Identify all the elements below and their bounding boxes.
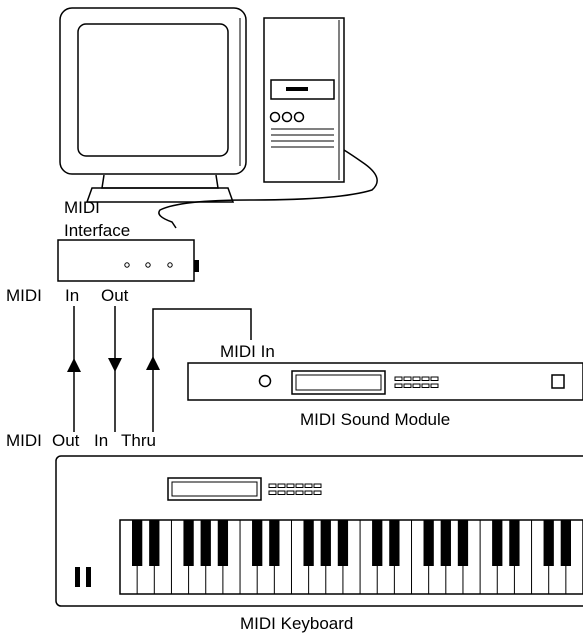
midi-sound-module xyxy=(187,362,583,401)
interface-ports-prefix: MIDI xyxy=(6,286,42,305)
midi-interface xyxy=(57,239,199,282)
keyboard-out-label: Out xyxy=(52,431,80,450)
interface-in-label: In xyxy=(65,286,79,305)
computer-to-interface-cable xyxy=(158,149,378,229)
cable-keyboard-out-to-interface-in xyxy=(67,306,81,432)
keyboard-in-label: In xyxy=(94,431,108,450)
computer-tower xyxy=(263,17,345,183)
cable-keyboard-thru-to-module-in xyxy=(146,308,252,432)
midi-interface-label-line1: MIDI xyxy=(64,198,100,217)
arrow-up-icon xyxy=(146,356,160,370)
midi-keyboard xyxy=(55,455,583,607)
computer-monitor xyxy=(59,7,247,203)
arrow-down-icon xyxy=(108,358,122,372)
interface-out-label: Out xyxy=(101,286,129,305)
sound-module-midi-in-label: MIDI In xyxy=(220,342,275,361)
midi-interface-label-line2: Interface xyxy=(64,221,130,240)
arrow-up-icon xyxy=(67,358,81,372)
keyboard-name-label: MIDI Keyboard xyxy=(240,614,353,633)
cable-interface-out-to-keyboard-in xyxy=(108,306,122,432)
keyboard-thru-label: Thru xyxy=(121,431,156,450)
keyboard-ports-prefix: MIDI xyxy=(6,431,42,450)
sound-module-name-label: MIDI Sound Module xyxy=(300,410,450,429)
keyboard-keys xyxy=(132,520,571,594)
